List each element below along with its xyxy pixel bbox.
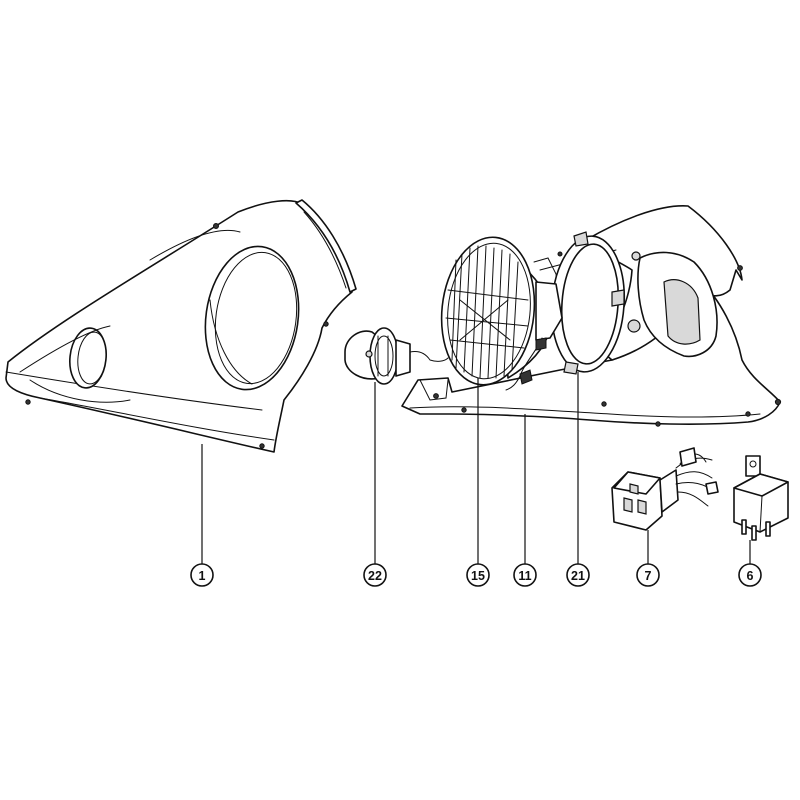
callout-11-label: 11 [518, 569, 531, 583]
callout-1: 1 [190, 563, 214, 587]
leader-lines [201, 372, 751, 564]
callout-1-label: 1 [199, 569, 206, 583]
part-6-relay [733, 455, 789, 541]
callout-22: 22 [363, 563, 387, 587]
part-21-retaining-ring [545, 231, 626, 375]
callout-21-label: 21 [571, 569, 585, 583]
callout-11: 11 [513, 563, 537, 587]
part-1-headlamp-cowl [5, 199, 357, 453]
part-22-marker-lamp [344, 327, 449, 385]
part-7-wiring-harness [611, 447, 719, 531]
part-15-sealed-beam-unit [440, 236, 563, 391]
part-11-mounting-bracket [401, 205, 782, 427]
callout-21: 21 [566, 563, 590, 587]
callout-7-label: 7 [645, 569, 652, 583]
callout-7: 7 [636, 563, 660, 587]
callout-6: 6 [738, 563, 762, 587]
callout-15: 15 [466, 563, 490, 587]
callout-22-label: 22 [368, 569, 382, 583]
callout-15-label: 15 [471, 569, 485, 583]
callout-6-label: 6 [747, 569, 754, 583]
